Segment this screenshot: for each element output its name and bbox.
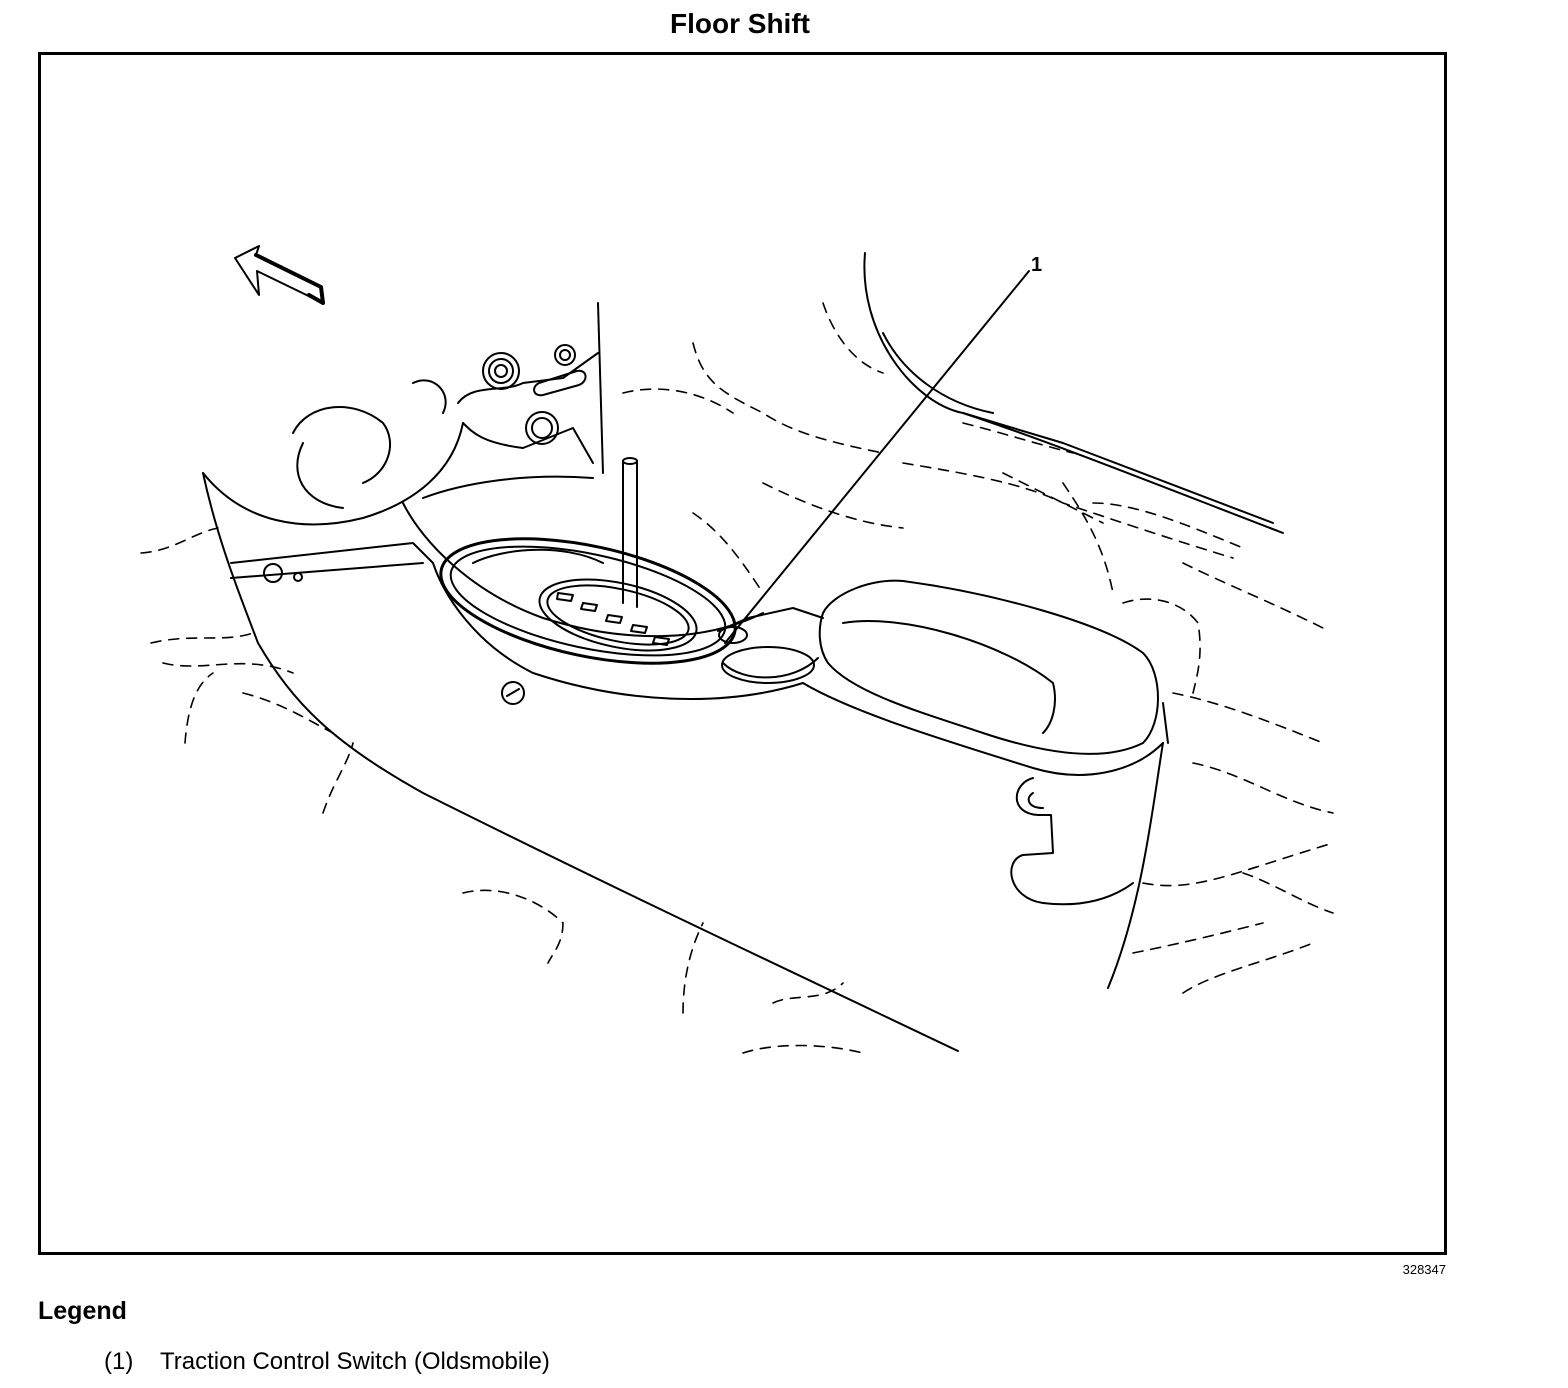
legend-item: (1) Traction Control Switch (Oldsmobile) xyxy=(104,1348,550,1376)
front-direction-arrow-icon xyxy=(234,245,325,305)
center-console xyxy=(202,472,959,1052)
legend-item-text: Traction Control Switch (Oldsmobile) xyxy=(160,1348,550,1375)
legend-item-number: (1) xyxy=(104,1348,134,1375)
legend-heading: Legend xyxy=(38,1297,127,1325)
instrument-panel xyxy=(202,302,604,526)
floor-phantom-lines xyxy=(140,302,1334,1054)
figure-number: 328347 xyxy=(1402,1262,1446,1277)
callout-number-1: 1 xyxy=(1031,254,1042,276)
shift-lever xyxy=(622,457,638,608)
shifter-bezel xyxy=(439,537,737,665)
illustration-frame: 1 xyxy=(38,52,1447,1255)
diagram-title: Floor Shift xyxy=(670,8,810,39)
seat-outline xyxy=(863,252,1284,534)
armrest xyxy=(802,579,1169,989)
callout-leader-line xyxy=(724,270,1030,644)
floor-shift-illustration: 1 xyxy=(140,245,1334,1054)
traction-control-switch xyxy=(717,607,824,684)
